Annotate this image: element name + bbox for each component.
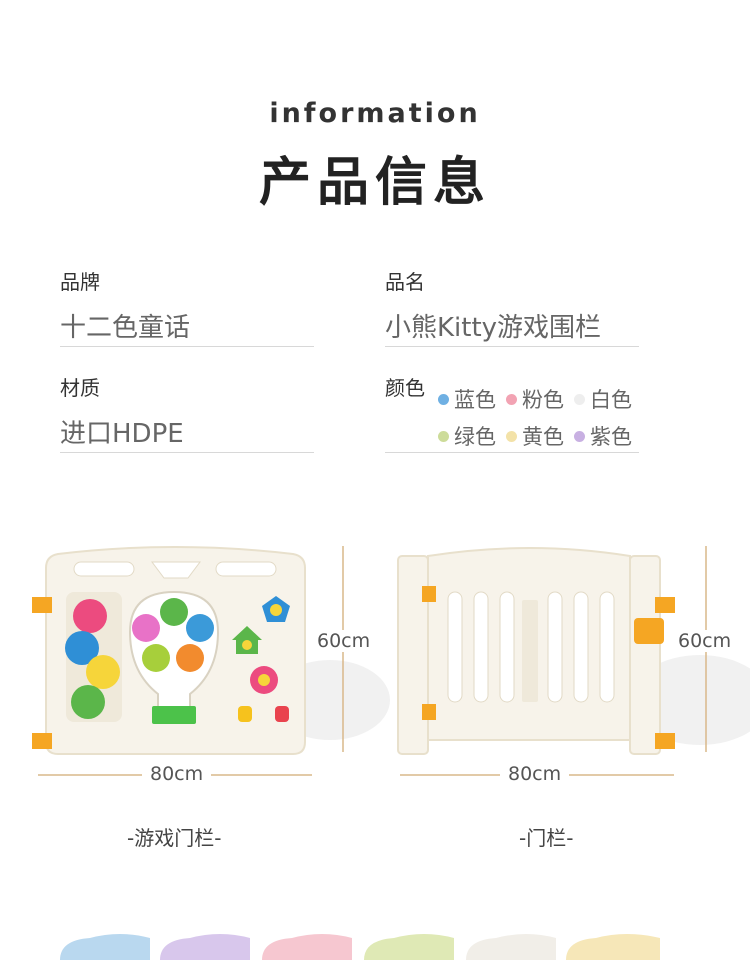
gear-icon bbox=[71, 685, 105, 719]
color-name: 白色 bbox=[590, 388, 632, 412]
color-name: 蓝色 bbox=[454, 388, 496, 412]
material-divider bbox=[60, 452, 314, 453]
panel-slot bbox=[73, 561, 135, 577]
latch-icon bbox=[32, 733, 52, 749]
panel-slot bbox=[215, 561, 277, 577]
latch-icon bbox=[655, 733, 675, 749]
spinner-icon bbox=[160, 598, 188, 626]
material-field: 材质 进口HDPE bbox=[60, 372, 314, 453]
info-chinese-title: 产品信息 bbox=[258, 153, 491, 213]
game-panel-height: 60cm bbox=[317, 630, 371, 652]
name-label: 品名 bbox=[385, 270, 425, 294]
brand-label: 品牌 bbox=[60, 270, 100, 294]
door-bar bbox=[573, 591, 589, 703]
name-value: 小熊Kitty游戏围栏 bbox=[385, 313, 602, 343]
bead-icon bbox=[275, 706, 289, 722]
color-name: 黄色 bbox=[522, 425, 564, 449]
color-dot-yellow bbox=[506, 430, 517, 442]
color-dot-white bbox=[574, 393, 585, 405]
brand-value: 十二色童话 bbox=[60, 313, 191, 343]
green-panel-top bbox=[364, 934, 454, 960]
color-dot-pink bbox=[506, 393, 517, 405]
color-option: 黄色 bbox=[506, 421, 564, 451]
name-divider bbox=[385, 346, 639, 347]
door-panel-height: 60cm bbox=[678, 630, 732, 652]
brand-divider bbox=[60, 346, 314, 347]
white-panel-top bbox=[466, 934, 556, 960]
door-panel-illustration bbox=[397, 547, 675, 755]
color-divider bbox=[385, 452, 639, 453]
color-option: 绿色 bbox=[438, 421, 496, 451]
color-name: 粉色 bbox=[522, 388, 564, 412]
color-row-1: 蓝色 粉色 白色 bbox=[438, 384, 648, 414]
door-bar bbox=[547, 591, 563, 703]
bead-icon bbox=[238, 706, 252, 722]
game-panel-illustration bbox=[32, 546, 306, 755]
gear-icon bbox=[65, 631, 99, 665]
color-option: 粉色 bbox=[506, 384, 564, 414]
game-panel-width: 80cm bbox=[142, 763, 212, 785]
door-center-bar bbox=[522, 600, 538, 702]
bottom-panels-row bbox=[60, 934, 660, 960]
button-icon bbox=[242, 640, 252, 650]
color-name: 紫色 bbox=[590, 425, 632, 449]
purple-panel-top bbox=[160, 934, 250, 960]
color-dot-purple bbox=[574, 430, 585, 442]
gear-icon bbox=[86, 655, 120, 689]
hinge-icon bbox=[422, 704, 436, 720]
material-value: 进口HDPE bbox=[60, 419, 184, 449]
spinner-icon bbox=[142, 644, 170, 672]
green-window bbox=[152, 706, 196, 724]
panel-post bbox=[629, 555, 661, 755]
latch-icon bbox=[655, 597, 675, 613]
spinner-icon bbox=[186, 614, 214, 642]
material-label: 材质 bbox=[60, 376, 100, 400]
door-panel-caption: -门栏- bbox=[519, 826, 574, 850]
hinge-icon bbox=[422, 586, 436, 602]
color-option: 蓝色 bbox=[438, 384, 496, 414]
latch-icon bbox=[32, 597, 52, 613]
panel-post bbox=[397, 555, 429, 755]
door-bar bbox=[499, 591, 515, 703]
yellow-panel-top bbox=[566, 934, 660, 960]
color-option: 白色 bbox=[574, 384, 632, 414]
door-panel-width: 80cm bbox=[500, 763, 570, 785]
color-options: 蓝色 粉色 白色 绿色 黄色 紫色 bbox=[438, 384, 648, 458]
door-bar bbox=[447, 591, 463, 703]
blue-panel-top bbox=[60, 934, 150, 960]
spinner-icon bbox=[132, 614, 160, 642]
color-option: 紫色 bbox=[574, 421, 632, 451]
color-field: 颜色 bbox=[385, 372, 639, 453]
button-icon bbox=[258, 674, 270, 686]
house-icon bbox=[232, 626, 262, 640]
gear-icon bbox=[73, 599, 107, 633]
color-dot-blue bbox=[438, 393, 449, 405]
color-name: 绿色 bbox=[454, 425, 496, 449]
door-bar bbox=[599, 591, 615, 703]
game-panel-caption: -游戏门栏- bbox=[127, 826, 222, 850]
panel-slot bbox=[151, 561, 201, 579]
button-icon bbox=[270, 604, 282, 616]
info-english-title: information bbox=[269, 98, 481, 129]
name-field: 品名 小熊Kitty游戏围栏 bbox=[385, 266, 639, 347]
brand-field: 品牌 十二色童话 bbox=[60, 266, 314, 347]
door-lock-icon bbox=[634, 618, 664, 644]
color-label: 颜色 bbox=[385, 376, 425, 400]
pink-panel-top bbox=[262, 934, 352, 960]
spinner-icon bbox=[176, 644, 204, 672]
color-row-2: 绿色 黄色 紫色 bbox=[438, 421, 648, 451]
color-dot-green bbox=[438, 430, 449, 442]
door-bar bbox=[473, 591, 489, 703]
